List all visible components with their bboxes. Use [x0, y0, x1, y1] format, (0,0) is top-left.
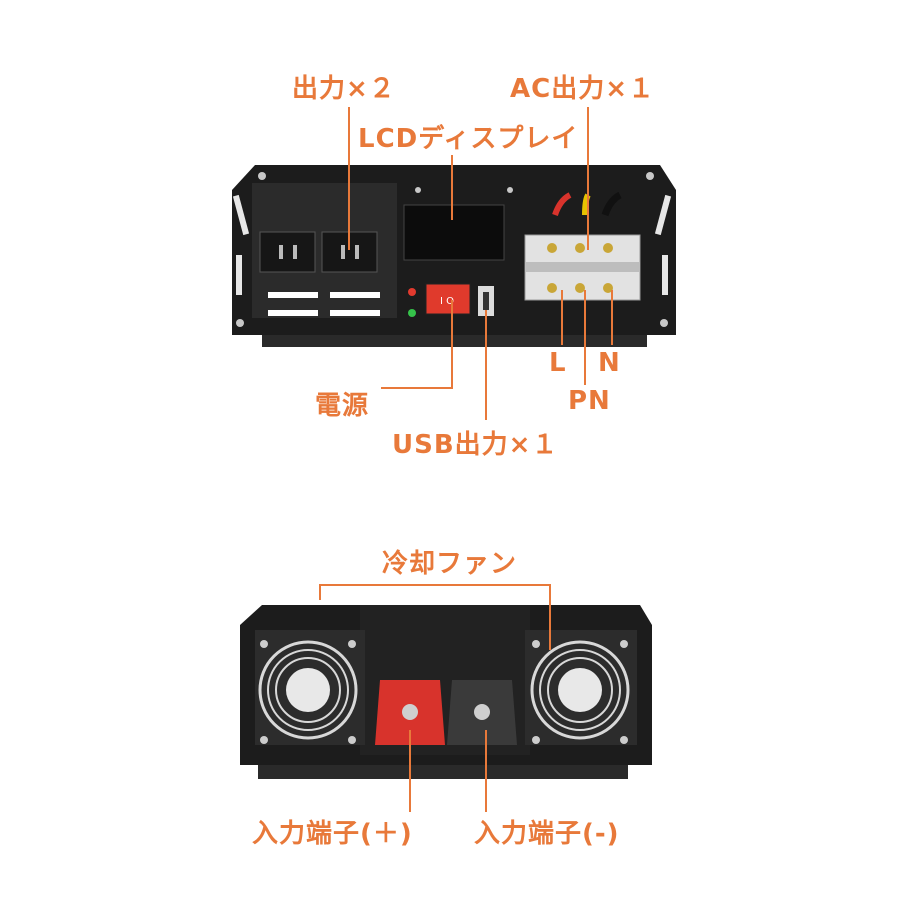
- terminal-block: [524, 191, 641, 301]
- usb-output-label: USB出力×１: [392, 430, 559, 460]
- rear-panel: [240, 605, 652, 779]
- outlet-label: 出力×２: [292, 74, 396, 104]
- input-terminal-negative-label: 入力端子(-): [474, 819, 620, 849]
- svg-text:I O: I O: [440, 296, 454, 307]
- front-panel: I O: [232, 165, 676, 347]
- ac-outlet-1: [259, 231, 316, 273]
- cooling-fan-left: [255, 630, 365, 745]
- input-terminal-positive: [375, 680, 445, 745]
- input-terminal-negative: [447, 680, 517, 745]
- terminal-n-label: N: [598, 348, 621, 378]
- cooling-fan-label: 冷却ファン: [382, 549, 518, 579]
- red-led: [408, 288, 416, 296]
- input-terminal-positive-label: 入力端子(＋): [252, 819, 413, 849]
- lcd-display-label: LCDディスプレイ: [358, 124, 579, 154]
- green-led: [408, 309, 416, 317]
- lcd-display: [403, 204, 505, 261]
- power-label: 電源: [315, 391, 370, 421]
- power-switch: I O: [425, 283, 471, 315]
- terminal-l-label: L: [549, 348, 567, 378]
- cooling-fan-right: [525, 630, 637, 745]
- callout-lines: [319, 107, 613, 812]
- ac-output-label: AC出力×１: [510, 74, 655, 104]
- terminal-pn-label: PN: [568, 386, 611, 416]
